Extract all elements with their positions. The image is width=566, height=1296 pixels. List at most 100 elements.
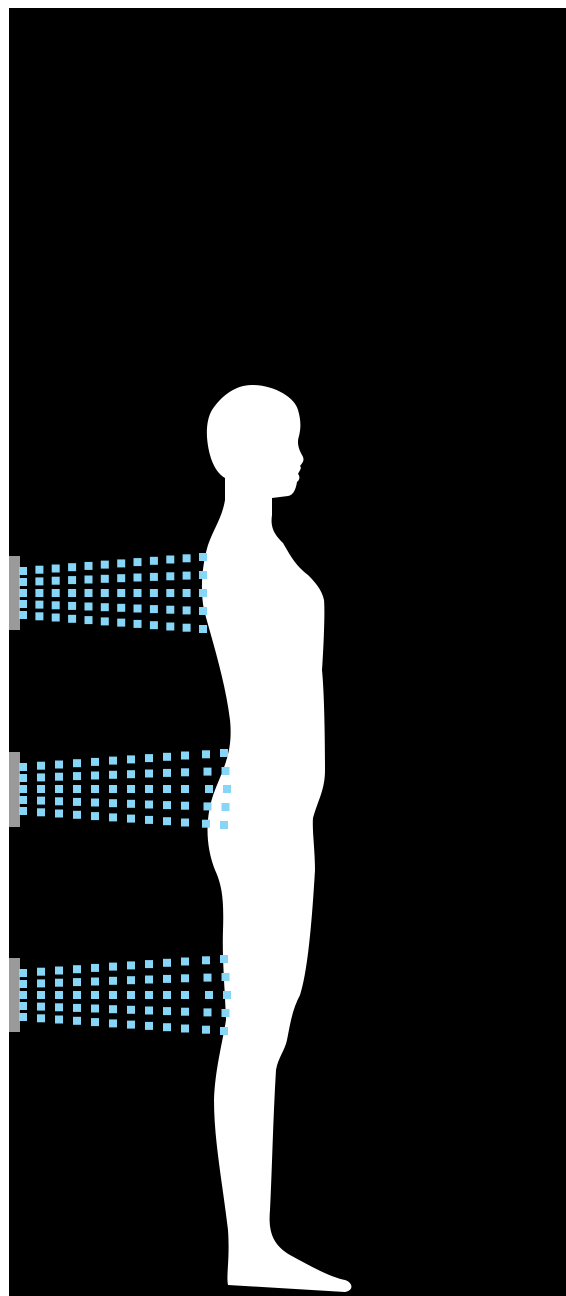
beam-dot xyxy=(127,1006,135,1014)
beam-dot xyxy=(55,979,63,987)
beam-dot xyxy=(145,1022,153,1030)
beam-dot xyxy=(19,589,27,597)
beam-dot xyxy=(85,616,93,624)
beam-dot xyxy=(199,571,207,579)
beam-dot xyxy=(37,785,45,793)
beam-dot xyxy=(117,574,125,582)
beam-dot xyxy=(37,808,45,816)
beam-dot xyxy=(145,976,153,984)
beam-dot xyxy=(150,573,158,581)
beam-dot xyxy=(222,803,230,811)
beam-dot xyxy=(19,763,27,771)
beam-dot xyxy=(220,955,228,963)
beam-dot xyxy=(127,1021,135,1029)
beam-dot xyxy=(37,1014,45,1022)
beam-dot xyxy=(134,589,142,597)
beam-dot xyxy=(73,759,81,767)
beam-dot xyxy=(73,991,81,999)
beam-dot xyxy=(127,770,135,778)
beam-middle-emitter xyxy=(19,749,231,829)
beam-dot xyxy=(183,572,191,580)
beam-dot xyxy=(205,785,213,793)
beam-dot xyxy=(166,572,174,580)
beam-dot xyxy=(117,589,125,597)
beam-dot xyxy=(163,769,171,777)
beam-dot xyxy=(222,1009,230,1017)
beam-dot xyxy=(68,576,76,584)
beam-dot xyxy=(150,621,158,629)
beam-dot xyxy=(35,566,43,574)
beam-dot xyxy=(117,559,125,567)
beam-dot xyxy=(204,1008,212,1016)
beam-dot xyxy=(181,819,189,827)
beam-dot xyxy=(19,600,27,608)
beam-dot xyxy=(19,991,27,999)
beam-dot xyxy=(37,762,45,770)
beam-dot xyxy=(127,961,135,969)
beam-dot xyxy=(85,562,93,570)
beam-dot xyxy=(204,802,212,810)
beam-dot xyxy=(204,768,212,776)
beam-dot xyxy=(134,620,142,628)
beam-dot xyxy=(134,574,142,582)
beam-dot xyxy=(68,589,76,597)
beam-dot xyxy=(145,960,153,968)
beam-dot xyxy=(101,575,109,583)
beam-dot xyxy=(91,978,99,986)
beam-dot xyxy=(91,799,99,807)
beam-dot xyxy=(163,975,171,983)
beam-dot xyxy=(181,974,189,982)
beam-dot xyxy=(127,755,135,763)
beam-dot xyxy=(166,623,174,631)
beam-dot xyxy=(55,810,63,818)
beam-dot xyxy=(101,603,109,611)
beam-dot xyxy=(55,967,63,975)
beam-dot xyxy=(183,589,191,597)
beam-dot xyxy=(183,606,191,614)
beam-dot xyxy=(163,785,171,793)
beam-dot xyxy=(73,978,81,986)
beam-dot xyxy=(181,802,189,810)
beam-dot xyxy=(181,991,189,999)
beam-dot xyxy=(73,772,81,780)
upper-emitter xyxy=(9,556,20,630)
beam-dot xyxy=(127,800,135,808)
beam-dot xyxy=(19,980,27,988)
beam-dot xyxy=(222,973,230,981)
beam-dot xyxy=(145,770,153,778)
beam-dot xyxy=(91,1005,99,1013)
beam-dot xyxy=(205,991,213,999)
beam-dot xyxy=(37,968,45,976)
beam-dot xyxy=(150,557,158,565)
beam-dot xyxy=(19,1002,27,1010)
beam-dot xyxy=(37,773,45,781)
beam-dot xyxy=(109,1019,117,1027)
beam-dot xyxy=(19,611,27,619)
beam-dot xyxy=(19,1013,27,1021)
beam-dot xyxy=(166,556,174,564)
human-body-silhouette xyxy=(202,385,352,1292)
beam-dot xyxy=(222,767,230,775)
beam-dot xyxy=(199,589,207,597)
beam-dot xyxy=(73,965,81,973)
beam-dot xyxy=(109,799,117,807)
beam-dot xyxy=(145,816,153,824)
beam-dot xyxy=(183,554,191,562)
beam-dot xyxy=(109,757,117,765)
beam-dot xyxy=(199,553,207,561)
beam-dot xyxy=(55,761,63,769)
beam-dot xyxy=(163,817,171,825)
beam-dot xyxy=(163,959,171,967)
beam-dot xyxy=(166,589,174,597)
beam-dot xyxy=(163,1007,171,1015)
beam-dot xyxy=(35,601,43,609)
beam-dot xyxy=(85,576,93,584)
beam-dot xyxy=(73,785,81,793)
beam-dot xyxy=(109,963,117,971)
beam-dot xyxy=(55,991,63,999)
beam-dot xyxy=(202,956,210,964)
beam-dot xyxy=(52,589,60,597)
beam-dot xyxy=(35,612,43,620)
beam-dot xyxy=(220,821,228,829)
